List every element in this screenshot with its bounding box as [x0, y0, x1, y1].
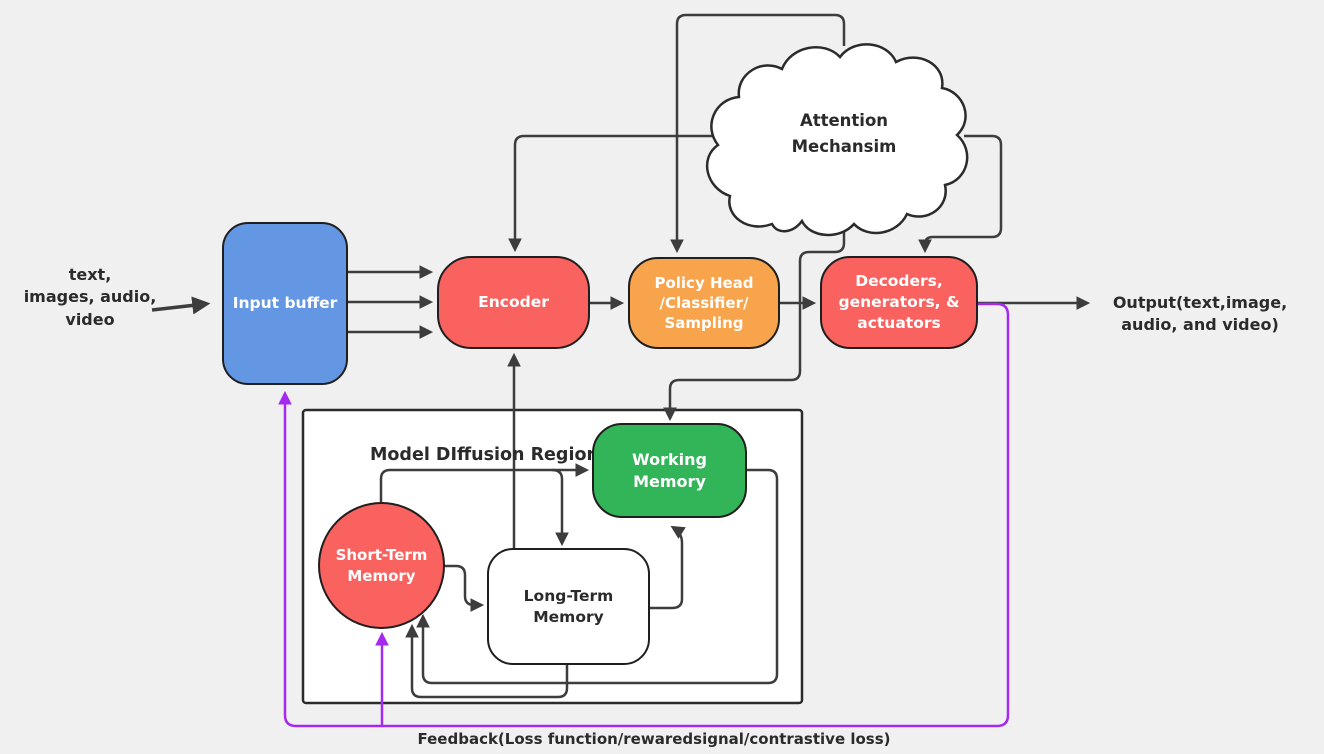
edge-ltm-working-memory [650, 525, 686, 610]
input-modalities-label: text, images, audio, video [23, 265, 157, 329]
edge-feedback-input-buffer [278, 302, 1010, 728]
edge-input-to-buffer [151, 296, 211, 315]
model-diffusion-region-title: Model DIffusion Region [370, 445, 599, 465]
attention-mechanism-label: Attention Mechansim [791, 111, 897, 157]
edge-ltm-stm-loop [405, 623, 569, 699]
working-memory-node[interactable]: Working Memory [592, 423, 747, 518]
feedback-label: Feedback(Loss function/rewaredsignal/con… [417, 730, 891, 748]
edge-attention-working-memory [663, 230, 846, 422]
black-connector-lines [151, 13, 1091, 699]
edge-stm-ltm [443, 564, 485, 612]
edge-attention-encoder [508, 134, 722, 253]
purple-feedback-lines [278, 302, 1010, 728]
encoder-node[interactable]: Encoder [437, 256, 590, 349]
edge-wm-stm-loop [416, 468, 779, 685]
edge-stm-working-memory [379, 463, 590, 504]
policy-head-node[interactable]: Policy Head /Classifier/ Sampling [628, 257, 780, 349]
short-term-memory-node[interactable]: Short-Term Memory [318, 502, 445, 629]
output-label: Output(text,image, audio, and video) [1112, 293, 1288, 335]
edge-attention-policy [670, 13, 846, 254]
decoders-node[interactable]: Decoders, generators, & actuators [820, 256, 978, 349]
edge-attention-decoders [918, 134, 1003, 254]
edge-branch-ltm [551, 468, 569, 547]
attention-cloud-shape[interactable] [706, 43, 969, 237]
long-term-memory-node[interactable]: Long-Term Memory [487, 548, 650, 665]
input-buffer-node[interactable]: Input buffer [222, 222, 348, 385]
